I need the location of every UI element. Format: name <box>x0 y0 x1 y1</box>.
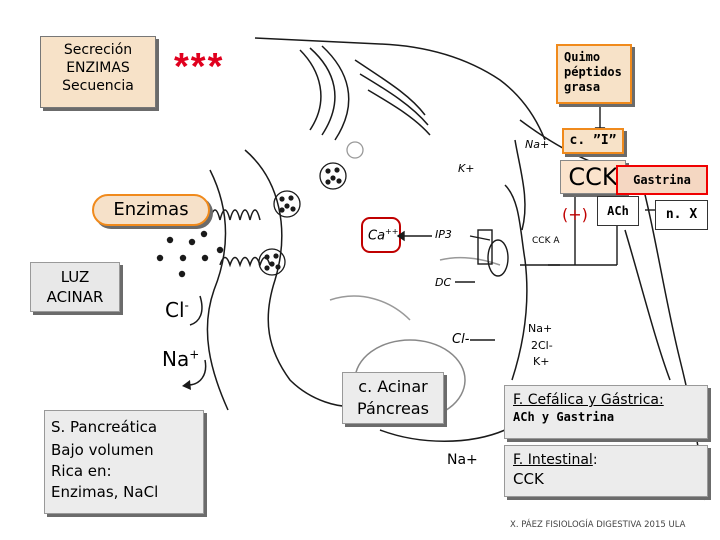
asterisks-mark: *** <box>174 46 225 88</box>
hand-na-top: Na+ <box>525 138 550 151</box>
sodium-bottom-label: Na+ <box>447 452 478 468</box>
cephalic-phase-mediators: ACh y Gastrina <box>513 410 615 424</box>
er-bottom <box>329 295 411 321</box>
sodium-charge: + <box>189 347 200 362</box>
intestinal-phase-box: F. Intestinal: CCK <box>504 445 708 497</box>
i-cell-label: c. ”I” <box>569 133 617 148</box>
vagus-label: n. X <box>665 207 698 222</box>
intestinal-phase-title-colon: : <box>592 452 598 468</box>
vesicle-clusters <box>258 141 364 276</box>
enzimas-label: Enzimas <box>113 199 189 220</box>
pancreatic-secretion-title: S. Pancreática <box>51 418 158 436</box>
mito <box>439 256 501 266</box>
chloride-charge: - <box>184 298 189 313</box>
inner-membrane <box>244 149 361 407</box>
intestinal-phase-title: F. Intestinal: <box>513 452 707 468</box>
pancreatic-secretion-line: Rica en: <box>51 462 112 480</box>
enzyme-secretion-line: Secuencia <box>62 78 134 94</box>
acinar-lumen-box: LUZ ACINAR <box>30 262 120 312</box>
basolateral-membrane <box>504 184 528 381</box>
hand-k-top: K+ <box>458 162 475 175</box>
sodium-text: Na <box>162 347 190 371</box>
quimo-line: Quimo <box>564 50 601 64</box>
hand-cck-a: CCK A <box>532 236 560 246</box>
golgi-1 <box>299 49 322 131</box>
na-arrowhead <box>182 380 191 390</box>
er-1 <box>354 59 426 116</box>
ach-label: ACh <box>607 204 629 218</box>
hand-ip3: IP3 <box>435 228 452 241</box>
hand-ca-charge: ++ <box>385 227 399 236</box>
footer-credit: X. PÁEZ FISIOLOGÍA DIGESTIVA 2015 ULA <box>510 520 686 530</box>
enzimas-pill: Enzimas <box>92 194 210 226</box>
cck-receptor <box>477 229 493 265</box>
acinar-lumen-line: ACINAR <box>46 288 104 306</box>
intestinal-phase-mediator: CCK <box>513 470 544 488</box>
na-curved-arrow <box>187 359 207 386</box>
hand-cl: Cl- <box>452 332 470 347</box>
ach-box: ACh <box>597 196 639 226</box>
cck-label: CCK <box>568 163 618 191</box>
acinar-cell-line: Páncreas <box>357 399 429 418</box>
enzyme-secretion-box: Secreción ENZIMAS Secuencia <box>40 36 156 108</box>
cephalic-phase-box: F. Cefálica y Gástrica: ACh y Gastrina <box>504 385 708 439</box>
cl-curved-arrow <box>189 295 203 326</box>
stimulation-plus: (+) <box>562 205 588 224</box>
cell-membrane <box>254 37 546 141</box>
pancreatic-secretion-box: S. Pancreática Bajo volumen Rica en: Enz… <box>44 410 204 514</box>
quimo-box: Quimo péptidos grasa <box>556 44 632 104</box>
cotransport-k: K+ <box>533 355 550 368</box>
bottom-membrane <box>379 429 506 442</box>
pancreatic-secretion-line: Bajo volumen <box>51 441 154 459</box>
vesicle-dots <box>264 167 342 271</box>
cephalic-phase-title: F. Cefálica y Gástrica: <box>513 392 664 408</box>
hand-ca: Ca++ <box>368 227 398 243</box>
pancreatic-secretion-line: Enzimas, NaCl <box>51 483 159 501</box>
er-3 <box>367 89 431 136</box>
enzyme-secretion-line: ENZIMAS <box>66 60 130 76</box>
hand-dc: DC <box>435 276 452 289</box>
plc-oval <box>487 239 509 277</box>
zymogen-granules <box>156 230 224 278</box>
vagus-box: n. X <box>655 200 708 230</box>
er-2 <box>359 73 429 126</box>
microvilli-2 <box>219 256 271 268</box>
right-vessel-b <box>624 229 671 381</box>
apical-membrane <box>206 169 229 411</box>
quimo-line: péptidos <box>564 65 622 79</box>
acinar-cell-box: c. Acinar Páncreas <box>342 372 444 424</box>
chloride-text: Cl <box>165 298 185 322</box>
chloride-label: Cl- <box>165 298 189 322</box>
i-cell-box: c. ”I” <box>562 128 624 154</box>
acinar-cell-line: c. Acinar <box>358 377 428 396</box>
gastrina-label: Gastrina <box>633 173 691 187</box>
gastrina-box: Gastrina <box>616 165 708 195</box>
cck-box: CCK <box>560 160 626 194</box>
cotransport-na: Na+ <box>528 322 553 335</box>
golgi-2 <box>309 47 336 136</box>
basolateral-membrane-2 <box>514 139 526 231</box>
cotransport-cl: 2Cl- <box>531 339 553 352</box>
acinar-lumen-line: LUZ <box>60 268 90 286</box>
hand-ca-text: Ca <box>368 228 386 244</box>
microvilli <box>199 209 261 221</box>
sodium-label: Na+ <box>162 347 199 371</box>
enzyme-secretion-line: Secreción <box>63 42 133 58</box>
golgi-3 <box>321 45 350 141</box>
quimo-line: grasa <box>564 80 601 94</box>
ip3-arrowhead <box>396 230 405 242</box>
plc-to-ip3 <box>469 235 491 241</box>
intestinal-phase-title-text: F. Intestinal <box>513 452 593 468</box>
